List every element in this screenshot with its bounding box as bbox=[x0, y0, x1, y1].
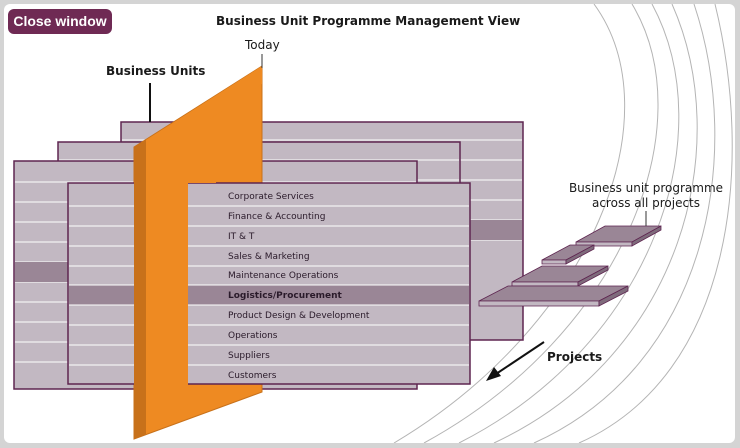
unit-label: Suppliers bbox=[228, 351, 270, 361]
projects-label: Projects bbox=[547, 350, 602, 364]
programme-bar bbox=[511, 265, 609, 287]
unit-label: Customers bbox=[228, 371, 277, 381]
business-units-label: Business Units bbox=[106, 64, 205, 78]
unit-label: Sales & Marketing bbox=[228, 252, 310, 262]
programme-bar bbox=[575, 225, 662, 247]
diagram-title: Business Unit Programme Management View bbox=[216, 14, 520, 28]
unit-label-highlighted: Logistics/Procurement bbox=[228, 291, 343, 301]
unit-label: Operations bbox=[228, 331, 278, 341]
unit-label: Maintenance Operations bbox=[228, 271, 339, 281]
unit-label: Finance & Accounting bbox=[228, 212, 325, 222]
unit-label: IT & T bbox=[228, 232, 255, 242]
sheet-front: Corporate Services Finance & Accounting … bbox=[67, 182, 471, 385]
today-plane-front bbox=[134, 66, 262, 439]
programme-bars bbox=[478, 225, 662, 307]
window-frame: Close window bbox=[4, 4, 735, 443]
close-window-button[interactable]: Close window bbox=[8, 9, 112, 34]
programme-label-line2: across all projects bbox=[592, 196, 700, 210]
today-label: Today bbox=[244, 38, 280, 52]
unit-label: Corporate Services bbox=[228, 192, 314, 202]
programme-bar bbox=[541, 244, 595, 265]
programme-label-line1: Business unit programme bbox=[569, 181, 723, 195]
projects-arrow-icon bbox=[486, 341, 545, 381]
programme-diagram: Business Units Corporate Services bbox=[13, 4, 733, 443]
programme-bar bbox=[478, 285, 629, 307]
unit-label: Product Design & Development bbox=[228, 311, 370, 321]
